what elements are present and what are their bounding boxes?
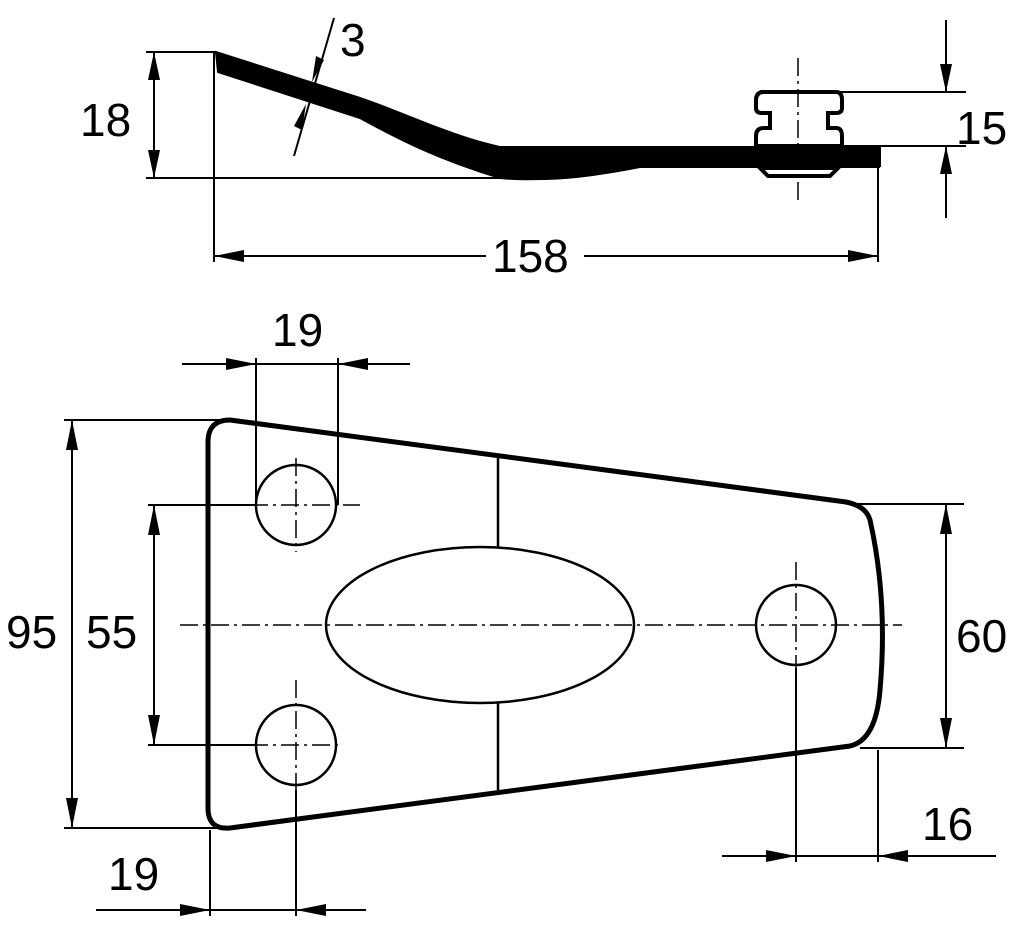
dim-top-height: 18 xyxy=(80,94,131,146)
dim-hole-spacing: 55 xyxy=(86,606,137,658)
dim-stud-height: 15 xyxy=(956,102,1007,154)
dim-right-height: 60 xyxy=(956,610,1007,662)
side-stud xyxy=(754,90,844,178)
dim-thickness: 3 xyxy=(340,14,366,66)
side-plate-body xyxy=(216,52,880,180)
central-oval-recess xyxy=(324,545,636,705)
plate-outline xyxy=(205,417,885,831)
dim-overall-height: 95 xyxy=(6,606,57,658)
dim-hole-width: 19 xyxy=(272,304,323,356)
dim-overall-length: 158 xyxy=(492,230,569,282)
dim-left-offset: 19 xyxy=(108,848,159,900)
side-view: 18 3 15 158 xyxy=(80,14,1007,282)
dim-right-offset: 16 xyxy=(922,798,973,850)
plan-view: 19 95 55 60 19 16 xyxy=(6,304,1007,916)
